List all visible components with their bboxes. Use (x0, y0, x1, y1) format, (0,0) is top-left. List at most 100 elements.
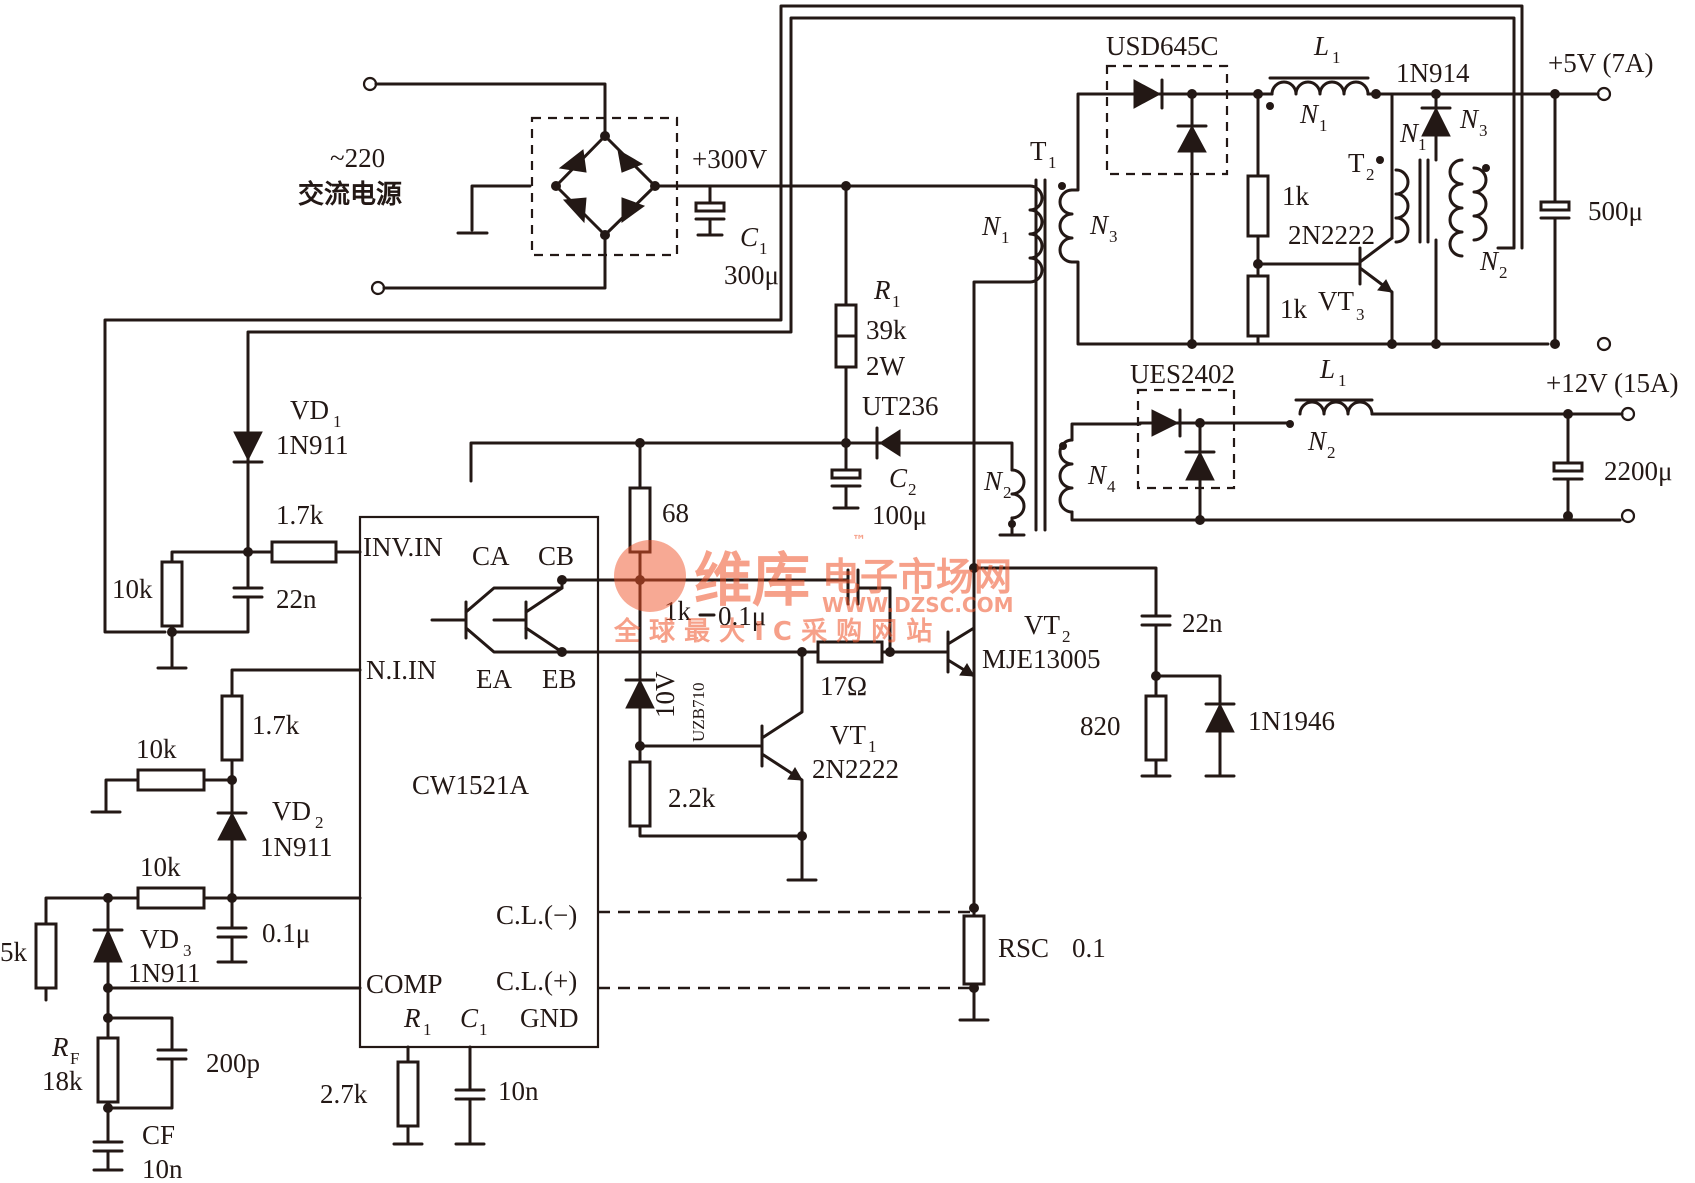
t1-sec5-label: N (1089, 210, 1110, 240)
out12-cap-value: 2200μ (1604, 456, 1672, 486)
ic-pin-inv: INV.IN (363, 532, 443, 562)
driver-cap: 0.1μ (718, 601, 766, 631)
ic-pin-r-sub: 1 (423, 1020, 432, 1039)
watermark-tm: ™ (852, 533, 866, 549)
t1-aux-sub: 2 (1003, 483, 1012, 502)
rf-sub: F (70, 1049, 79, 1068)
vt3-r-bot: 1k (1280, 294, 1308, 324)
comp-network: VD 3 1N911 200p R F 18k CF 10n (42, 893, 362, 1183)
ic-pin-c-sub: 1 (479, 1020, 488, 1039)
d1n914-label: 1N914 (1396, 58, 1470, 88)
snubber-diode: 1N1946 (1248, 706, 1335, 736)
ac-input: ~220 交流电源 (298, 76, 607, 296)
watermark-brand2: 电子市场网 (822, 555, 1012, 599)
out12-winding-sub: 2 (1327, 443, 1336, 462)
snubber-res: 820 (1080, 711, 1121, 741)
out5-terminal (1596, 86, 1612, 102)
vt3-r-top: 1k (1282, 181, 1310, 211)
out12-section: UES2402 L 1 N 2 +12V (15A) 2200μ (1070, 354, 1678, 525)
vd1-ref: VD (290, 395, 329, 425)
ic-pin-cb: CB (538, 541, 574, 571)
zener-voltage: 10V (650, 671, 680, 718)
t1-sub: 1 (1048, 153, 1057, 172)
out5-inductor-sub: 1 (1332, 48, 1341, 67)
ic-pin-gnd: GND (520, 1003, 579, 1033)
ic-cw1521a: CW1521A INV.IN N.I.IN CA CB EA EB C.L.(−… (320, 515, 820, 1146)
ni-cap: 0.1μ (262, 918, 310, 948)
watermark-url: WWW.DZSC.COM (822, 593, 1014, 617)
driver-r17: 17Ω (820, 671, 867, 701)
t2-n2-sub: 2 (1499, 263, 1508, 282)
transformer-t2: T 2 N 1 N 3 N 2 1N914 (246, 16, 1516, 472)
vd2-part: 1N911 (260, 832, 333, 862)
c2-sub: 2 (908, 480, 917, 499)
t1-sec5-sub: 3 (1109, 227, 1118, 246)
watermark-logo-icon (614, 540, 686, 612)
ic-pin-c: C (460, 1003, 479, 1033)
vt2-sub: 2 (1062, 627, 1071, 646)
ic-pin-eb: EB (542, 664, 577, 694)
out5-winding-sub: 1 (1319, 116, 1328, 135)
out5-inductor-label: L (1313, 31, 1329, 61)
ac-terminal-bottom (370, 280, 386, 296)
vt3-part: 2N2222 (1288, 220, 1375, 250)
out12-inductor-label: L (1319, 354, 1335, 384)
comp-cap200: 200p (206, 1048, 260, 1078)
ni-r-series: 1.7k (252, 710, 300, 740)
t2-n1-label: N (1399, 118, 1420, 148)
out12-return-terminal (1620, 508, 1636, 524)
ic-pin-clm: C.L.(−) (496, 900, 577, 930)
t1-primary-label: N (981, 211, 1002, 241)
out5-return-terminal (1596, 336, 1612, 352)
r1-value: 39k (866, 315, 907, 345)
vt3-ref: VT (1318, 286, 1354, 316)
ic-rt-value: 2.7k (320, 1079, 368, 1109)
bridge-diode-4 (621, 197, 646, 223)
dc-bus-label: +300V (692, 144, 768, 174)
out5-winding-label: N (1299, 99, 1320, 129)
c2-value: 100μ (872, 500, 927, 530)
ni-network: 1.7k 10k VD 2 1N911 10k 5k 0.1μ (0, 668, 362, 1002)
t2-n3-sub: 3 (1479, 121, 1488, 140)
bridge-rectifier (530, 116, 1032, 257)
r68-value: 68 (662, 498, 689, 528)
out12-inductor-sub: 1 (1338, 371, 1347, 390)
driver-stage: 68 1k 0.1μ 10V UZB710 2.2k VT 1 2N2222 (624, 438, 950, 882)
vt3-sub: 3 (1356, 305, 1365, 324)
vd2-ref: VD (272, 796, 311, 826)
ni-r-ref: 10k (136, 734, 177, 764)
r1-power: 2W (866, 351, 906, 381)
ic-pin-ea: EA (476, 664, 512, 694)
t1-aux-label: N (983, 466, 1004, 496)
ac-name-label: 交流电源 (298, 179, 402, 210)
vt1-ref: VT (830, 720, 866, 750)
r1-sub: 1 (892, 292, 901, 311)
out5-cap-value: 500μ (1588, 196, 1643, 226)
rsc-ref: RSC (998, 933, 1049, 963)
ni-r-mid: 10k (140, 852, 181, 882)
bridge-diode-1 (558, 149, 587, 173)
ic-pin-ca: CA (472, 541, 510, 571)
c1-bulk-cap: +300V C 1 300μ (692, 144, 779, 290)
vt2-part: MJE13005 (982, 644, 1101, 674)
ic-pin-clp: C.L.(+) (496, 966, 577, 996)
vd1-part: 1N911 (276, 430, 349, 460)
inv-network: VD 1 1N911 1.7k 10k 22n (112, 395, 362, 670)
vt2-ref: VT (1024, 610, 1060, 640)
usd645c-outline (1105, 64, 1229, 176)
t2-n1-sub: 1 (1418, 135, 1427, 154)
vd3-sub: 3 (183, 941, 192, 960)
c2-ref: C (889, 463, 908, 493)
ut236-diode: UT236 (469, 391, 1014, 483)
ac-terminal-top (362, 76, 378, 92)
c1-sub: 1 (759, 239, 768, 258)
out12-voltage-label: +12V (15A) (1546, 368, 1678, 398)
vd3-part: 1N911 (128, 958, 201, 988)
t1-sec12-label: N (1087, 460, 1108, 490)
driver-r22: 2.2k (668, 783, 716, 813)
t1-sec12-sub: 4 (1107, 477, 1116, 496)
rf-value: 18k (42, 1066, 83, 1096)
vd3-ref: VD (140, 924, 179, 954)
out12-winding-label: N (1307, 426, 1328, 456)
